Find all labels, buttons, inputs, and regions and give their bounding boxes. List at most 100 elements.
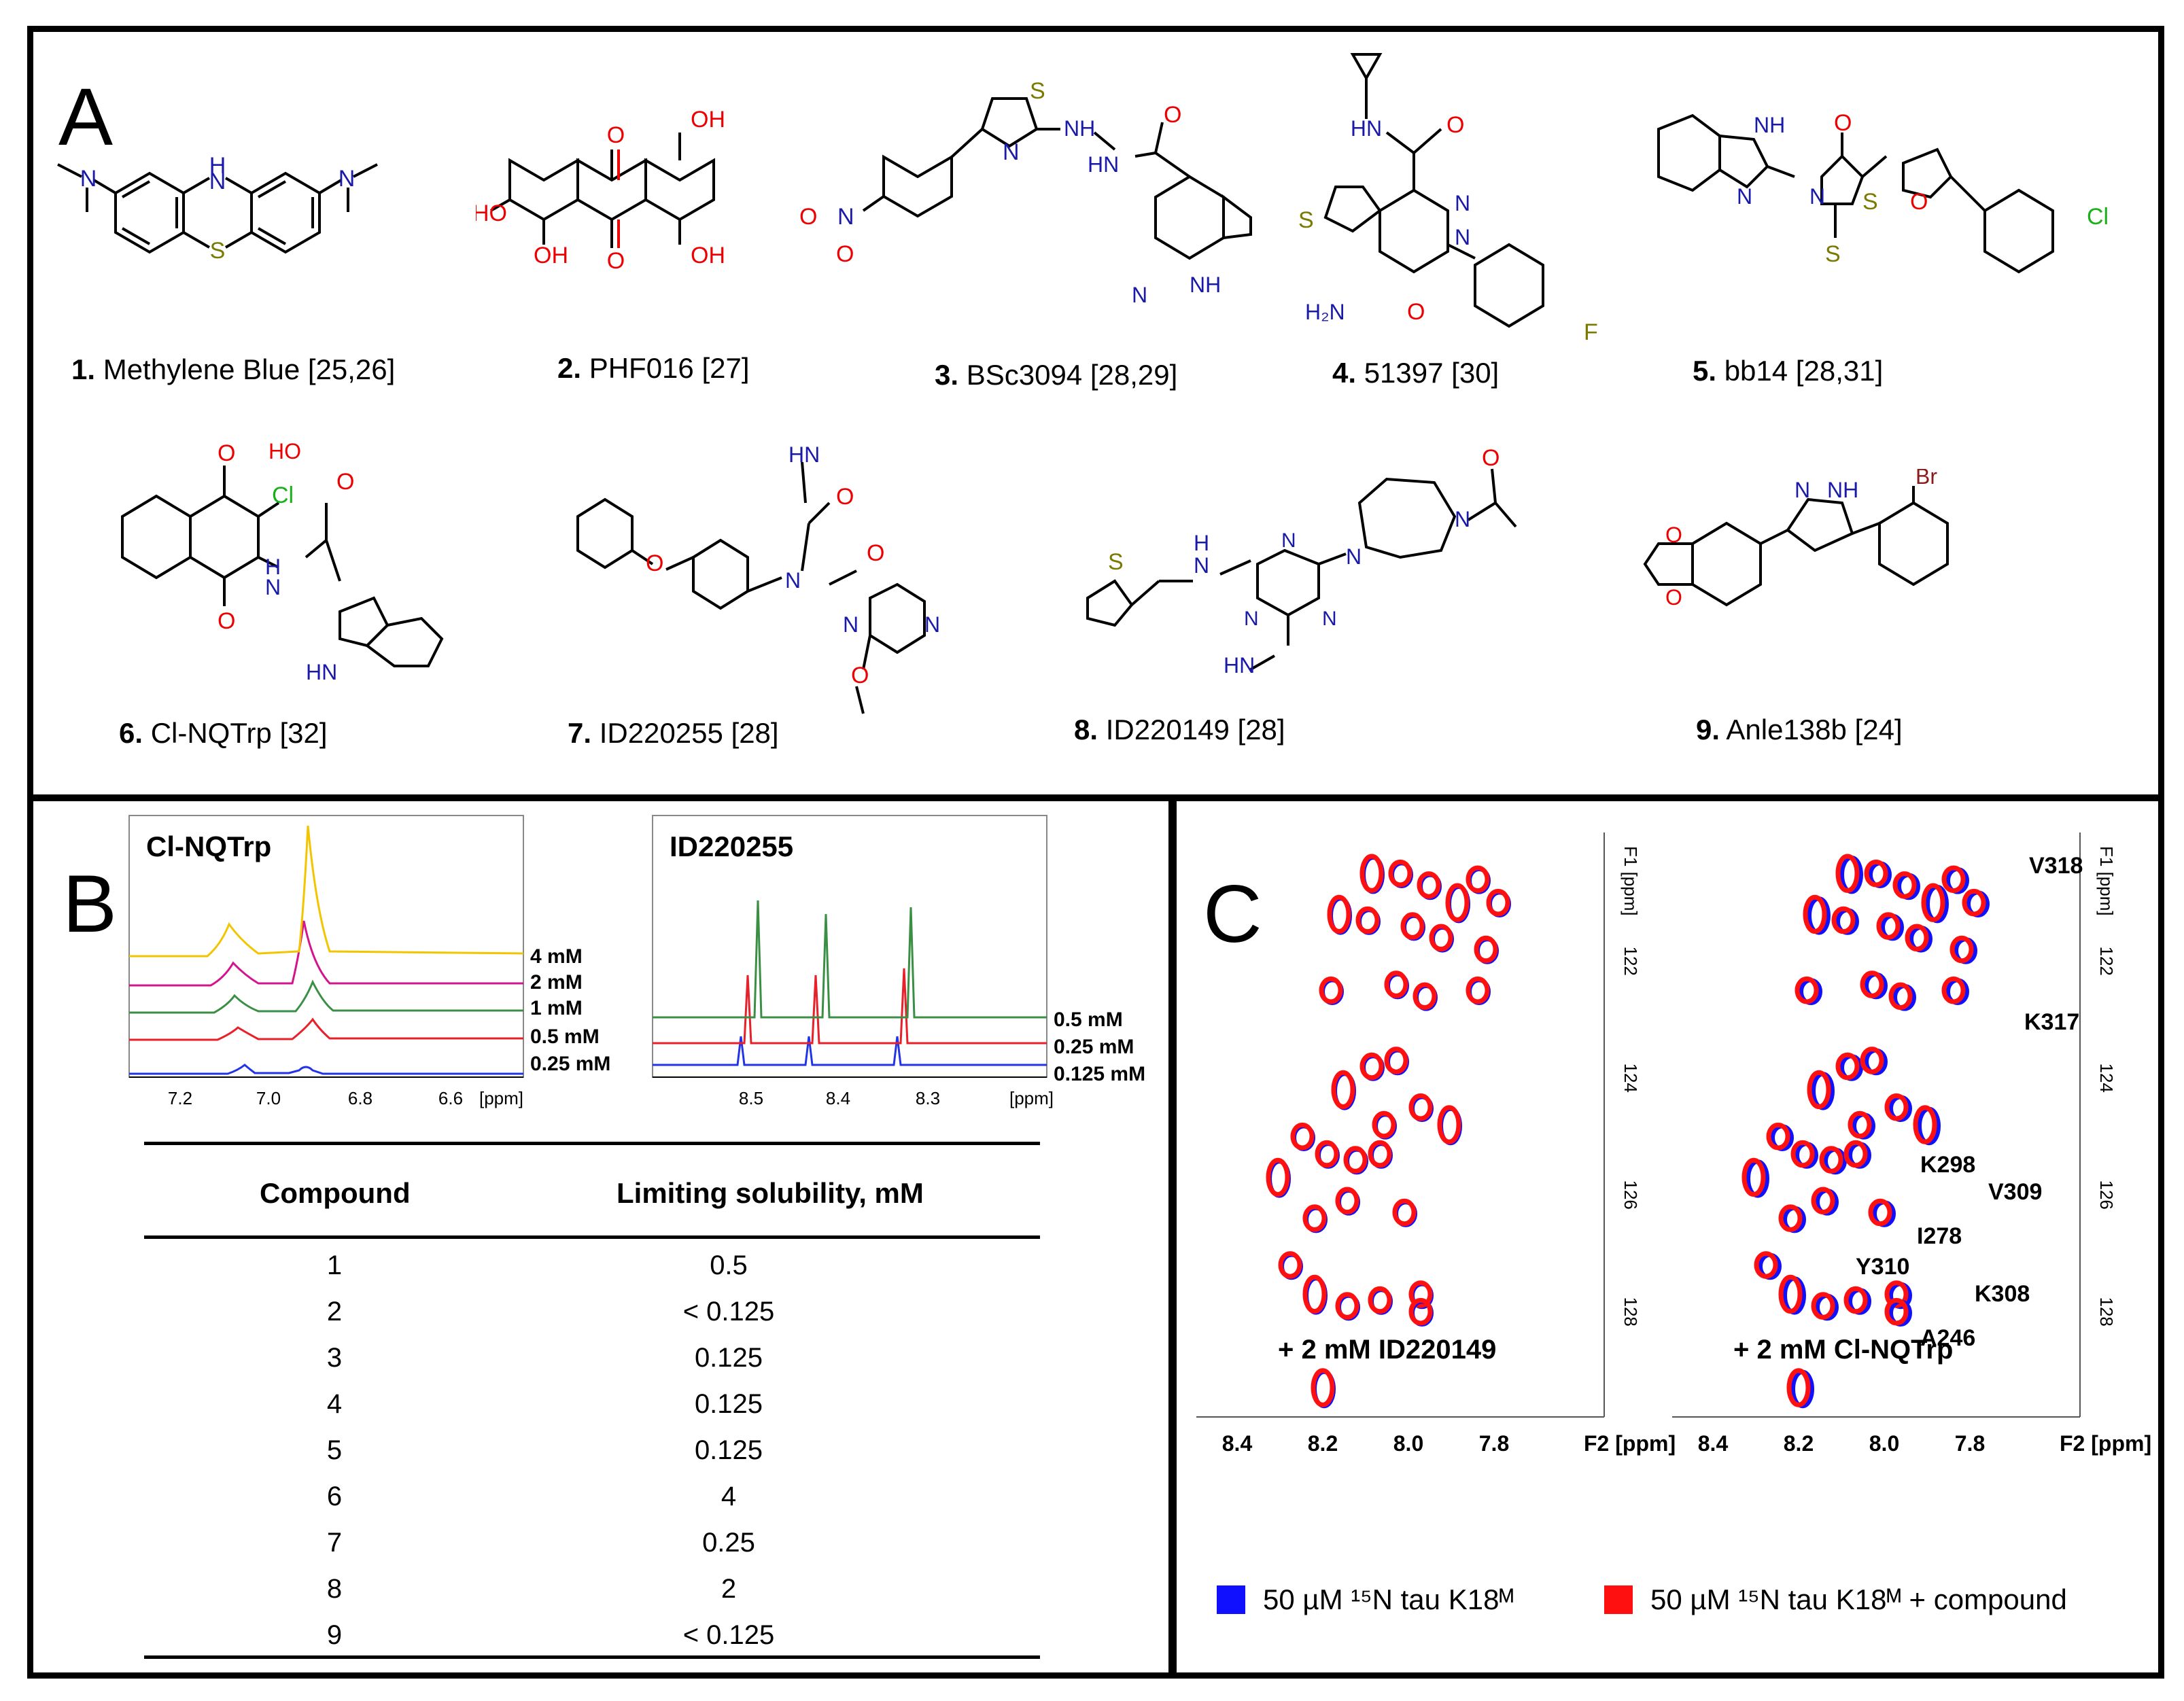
spectrum-annotation: + 2 mM Cl-NQTrp: [1733, 1335, 1953, 1365]
svg-text:N: N: [1132, 283, 1147, 307]
table-cell-compound: 1: [326, 1250, 343, 1280]
caption-compound-9: 9. Anle138b [24]: [1696, 714, 1903, 746]
peak-compound: [1754, 1251, 1778, 1279]
table-header-solubility: Limiting solubility, mM: [617, 1177, 924, 1209]
panel-c-letter: C: [1203, 869, 1262, 960]
svg-text:H: H: [265, 555, 281, 579]
table-header-compound: Compound: [260, 1177, 411, 1209]
peak-compound: [1290, 1122, 1315, 1151]
svg-text:O: O: [1164, 102, 1181, 128]
svg-text:8.5: 8.5: [739, 1088, 763, 1108]
svg-text:HN: HN: [1088, 152, 1119, 177]
svg-text:NH: NH: [1827, 478, 1858, 502]
caption-compound-6: 6. Cl-NQTrp [32]: [119, 717, 328, 749]
table-cell-compound: 7: [326, 1528, 343, 1558]
legend-blue: 50 µM ¹⁵N tau K18ᴹ: [1217, 1583, 1514, 1616]
table-cell-compound: 4: [326, 1389, 343, 1419]
svg-text:HN: HN: [788, 442, 820, 467]
svg-text:O: O: [867, 540, 884, 566]
peak-compound: [1843, 1286, 1868, 1314]
svg-text:N: N: [1003, 139, 1020, 165]
legend-red: 50 µM ¹⁵N tau K18ᴹ + compound: [1604, 1583, 2067, 1616]
peak-compound: [1962, 888, 1986, 917]
svg-text:O: O: [218, 608, 235, 634]
y-tick-label: 128: [1620, 1297, 1641, 1327]
y-tick-label: 124: [2096, 1064, 2117, 1093]
x-tick-label: 8.4: [1222, 1431, 1253, 1456]
peak-compound: [1811, 1187, 1835, 1215]
svg-text:Cl-NQTrp: Cl-NQTrp: [146, 830, 271, 862]
residue-label: A246: [1920, 1325, 1975, 1351]
peak-compound: [1884, 1280, 1909, 1308]
structure-id220149: S H N N N N HN N N O: [1047, 428, 1604, 714]
peak-compound: [1359, 1052, 1384, 1081]
x-axis-unit: F2 [ppm]: [1584, 1431, 1676, 1456]
svg-text:N: N: [1795, 478, 1810, 502]
svg-text:HN: HN: [306, 660, 337, 684]
table-cell-solubility: 0.125: [694, 1343, 763, 1373]
table-cell-solubility: 0.125: [694, 1389, 763, 1419]
y-tick-label: 122: [2096, 947, 2117, 976]
x-tick-label: 8.2: [1784, 1431, 1814, 1456]
table-cell-solubility: < 0.125: [682, 1620, 775, 1650]
svg-text:N: N: [924, 612, 940, 637]
caption-compound-3: 3. BSc3094 [28,29]: [935, 359, 1178, 391]
peak-compound: [1884, 1093, 1909, 1121]
table-cell-solubility: 0.25: [702, 1528, 755, 1558]
y-axis-unit: F1 [ppm]: [2096, 846, 2117, 916]
y-tick-label: 126: [1620, 1180, 1641, 1210]
svg-text:N: N: [1281, 529, 1296, 552]
svg-text:6.8: 6.8: [348, 1088, 372, 1108]
svg-text:N: N: [837, 204, 854, 230]
legend-red-swatch: [1604, 1585, 1633, 1614]
svg-text:N: N: [1809, 184, 1825, 209]
svg-text:0.25 mM: 0.25 mM: [530, 1053, 610, 1075]
table-cell-solubility: 4: [721, 1481, 737, 1511]
svg-text:N: N: [1322, 608, 1337, 630]
svg-text:O: O: [1665, 523, 1682, 547]
caption-compound-1: 1. Methylene Blue [25,26]: [71, 353, 396, 385]
structure-cl-nqtrp: O O Cl HO O H N HN: [82, 421, 462, 707]
table-top-rule: [144, 1142, 1040, 1145]
peak-compound: [1888, 982, 1913, 1011]
table-bottom-rule: [144, 1655, 1040, 1659]
svg-text:O: O: [218, 440, 235, 466]
svg-text:H₂N: H₂N: [1305, 300, 1345, 324]
svg-text:Cl: Cl: [2087, 204, 2109, 230]
y-axis-unit: F1 [ppm]: [1620, 846, 1641, 916]
svg-text:O: O: [607, 122, 625, 148]
svg-text:7.0: 7.0: [256, 1088, 281, 1108]
peak-compound: [1400, 912, 1425, 940]
residue-label: I278: [1917, 1223, 1962, 1249]
caption-compound-4: 4. 51397 [30]: [1332, 357, 1500, 389]
peak-compound: [1913, 1105, 1937, 1144]
structure-51397: HN O N N S H₂N O F: [1285, 41, 1611, 340]
peak-compound: [1819, 1146, 1843, 1174]
svg-text:ID220255: ID220255: [670, 830, 793, 862]
residue-label: Y310: [1856, 1254, 1909, 1280]
x-tick-label: 8.0: [1869, 1431, 1899, 1456]
svg-text:N: N: [1737, 184, 1752, 209]
peak-compound: [1266, 1157, 1290, 1197]
nmr-spectrum-cl-nqtrp: Cl-NQTrp 4 mM 2 mM 1 mM 0.5 mM 0.25 mM 7…: [126, 812, 642, 1118]
svg-text:O: O: [1482, 445, 1500, 471]
svg-text:N: N: [1455, 507, 1470, 531]
residue-label: V309: [1988, 1179, 2042, 1205]
svg-text:0.5 mM: 0.5 mM: [530, 1025, 600, 1048]
structure-anle138b: N NH Br O O: [1618, 469, 2060, 673]
structure-id220255: HN O N O N N O O: [537, 401, 986, 768]
structure-methylene-blue: H N S N N: [54, 116, 435, 292]
svg-text:HN: HN: [1224, 653, 1255, 678]
table-cell-compound: 3: [326, 1343, 343, 1373]
svg-text:N: N: [339, 166, 356, 192]
table-cell-compound: 8: [326, 1574, 343, 1604]
legend-red-label: 50 µM ¹⁵N tau K18ᴹ + compound: [1650, 1583, 2067, 1615]
peak-compound: [1786, 1368, 1811, 1407]
svg-text:1 mM: 1 mM: [530, 997, 583, 1019]
svg-text:O: O: [836, 241, 854, 267]
peak-compound: [1835, 854, 1860, 893]
svg-text:N: N: [1346, 544, 1362, 569]
spectrum-annotation: + 2 mM ID220149: [1278, 1335, 1496, 1365]
legend-blue-label: 50 µM ¹⁵N tau K18ᴹ: [1263, 1583, 1514, 1615]
